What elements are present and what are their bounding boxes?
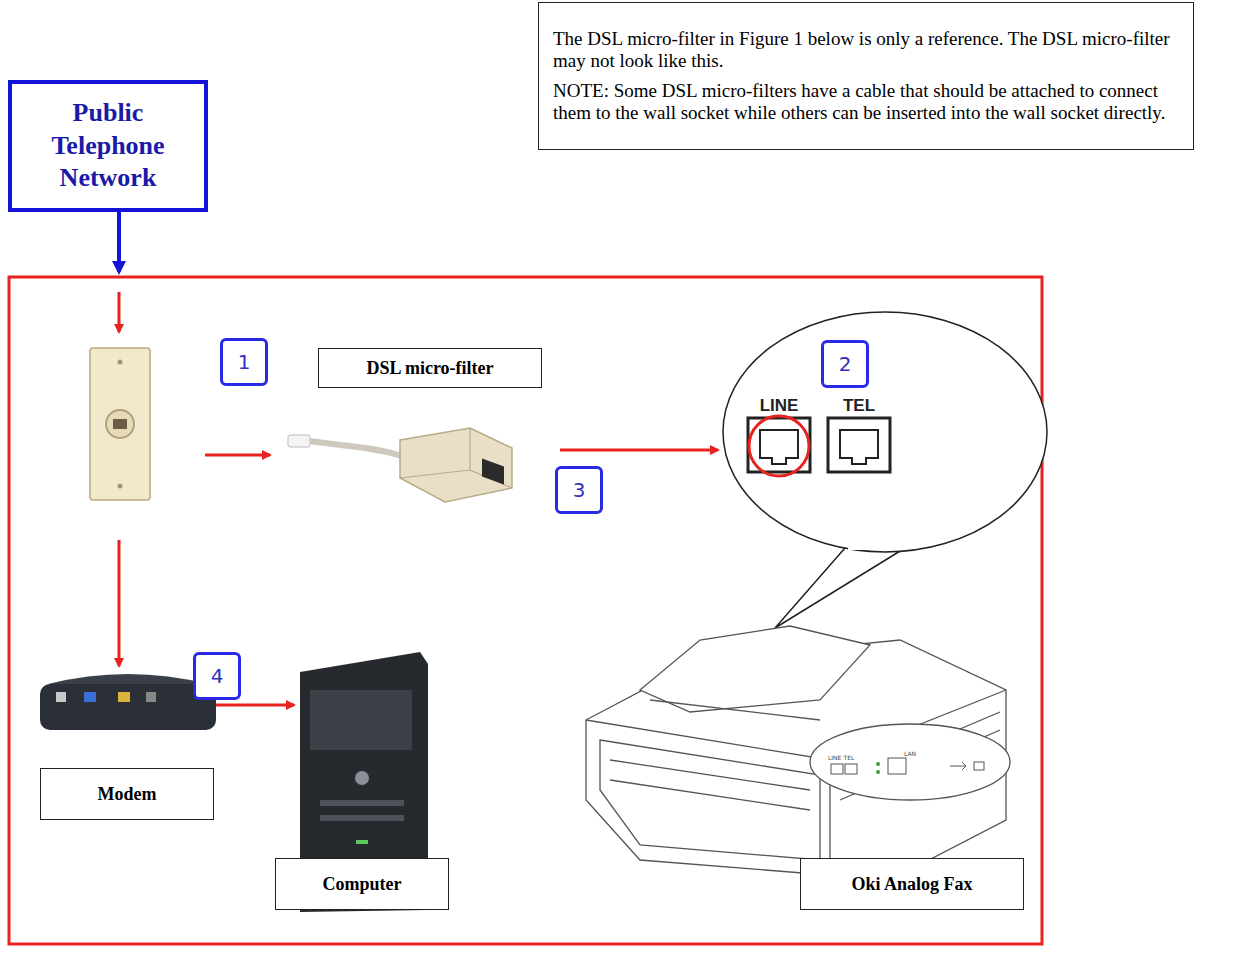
callout-number: 4 <box>193 652 241 700</box>
callout-number: 2 <box>821 340 869 388</box>
port-inset <box>810 724 1010 800</box>
part-label: Oki Analog Fax <box>800 858 1024 910</box>
port-label-small: LAN <box>904 749 916 759</box>
bubble-tail <box>775 548 905 628</box>
node-text: Computer <box>284 874 440 895</box>
node-text: Modem <box>49 784 205 805</box>
port-label-small: TEL <box>843 753 855 763</box>
network-arrow <box>117 212 121 272</box>
node-text: Oki Analog Fax <box>809 874 1015 895</box>
network-box: Public Telephone Network <box>8 80 208 212</box>
micro-filter <box>288 428 512 502</box>
callout-number: 3 <box>555 466 603 514</box>
node-text: DSL micro-filter <box>327 358 533 379</box>
node-text: The DSL micro-filter in Figure 1 below i… <box>553 28 1179 72</box>
modem <box>40 674 216 730</box>
red-arrows <box>119 292 718 705</box>
wall-socket <box>90 348 150 500</box>
node-note: NOTE: Some DSL micro-filters have a cabl… <box>553 80 1179 124</box>
node-text: Public Telephone Network <box>18 97 198 195</box>
note-box: The DSL micro-filter in Figure 1 below i… <box>538 2 1194 150</box>
port-label-small: LINE <box>828 753 841 763</box>
line-tel-ports <box>748 416 890 476</box>
part-label: Modem <box>40 768 214 820</box>
callout-number: 1 <box>220 338 268 386</box>
speech-bubble <box>723 312 1047 552</box>
port-label: TEL <box>829 394 889 416</box>
port-label: LINE <box>749 394 809 416</box>
part-label: DSL micro-filter <box>318 348 542 388</box>
part-label: Computer <box>275 858 449 910</box>
